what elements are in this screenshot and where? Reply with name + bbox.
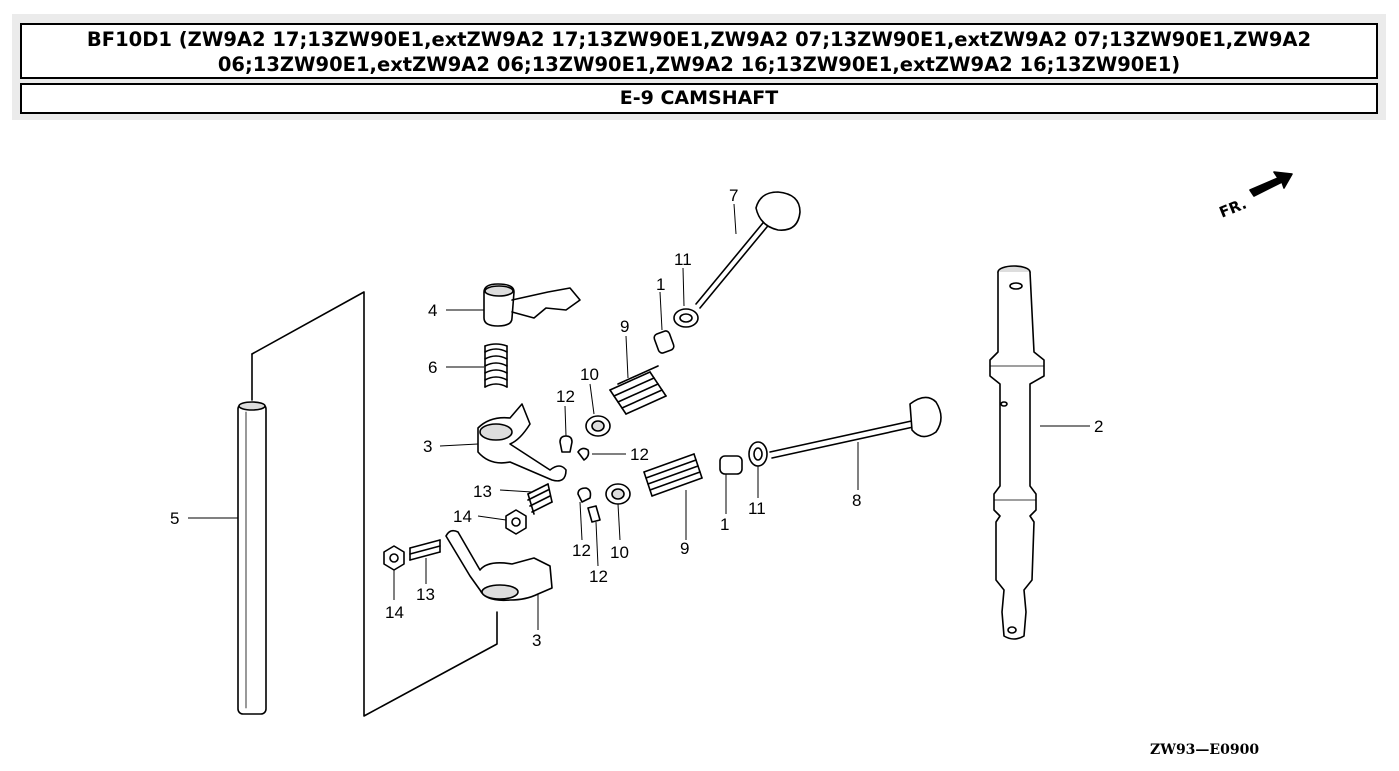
spring-part-6 (484, 343, 508, 388)
callout-2: 2 (1094, 417, 1103, 436)
rocker-arm-part-3-lower (445, 529, 553, 602)
callout-10-upper: 10 (580, 365, 599, 384)
callout-labels: 7 11 1 9 4 6 10 12 12 3 13 14 5 12 12 10… (170, 186, 1103, 650)
callout-12-b: 12 (630, 445, 649, 464)
adjusting-screw-part-13-upper (527, 483, 553, 515)
callout-10-lower: 10 (610, 543, 629, 562)
bracket-outline (251, 291, 498, 717)
callout-5: 5 (170, 509, 179, 528)
callout-9-lower: 9 (680, 539, 689, 558)
valve-part-7 (695, 191, 801, 309)
callout-11-lower: 11 (748, 499, 766, 518)
retainer-part-10-lower (605, 483, 631, 505)
callout-3-upper: 3 (423, 437, 432, 456)
cotter-part-12-a (559, 435, 573, 453)
section-title: E-9 CAMSHAFT (20, 83, 1378, 114)
cotter-part-12-d (587, 505, 601, 523)
front-direction-arrow-icon (1249, 171, 1293, 197)
retainer-part-10-upper (585, 415, 611, 437)
front-direction-label: FR. (1217, 195, 1250, 222)
callout-13-lower: 13 (416, 585, 435, 604)
shaft-part-5 (237, 353, 267, 715)
valve-seal-part-1-lower (719, 455, 743, 475)
callout-13-upper: 13 (473, 482, 492, 501)
callout-14-lower: 14 (385, 603, 404, 622)
valve-part-8 (769, 396, 942, 459)
callout-12-a: 12 (556, 387, 575, 406)
nut-part-14-lower (383, 545, 405, 571)
rocker-arm-part-3-upper (477, 403, 567, 482)
rocker-arm-part-4 (483, 283, 581, 327)
leader-lines (188, 203, 1090, 630)
camshaft-part-2 (989, 265, 1045, 640)
callout-8: 8 (852, 491, 861, 510)
callout-3-lower: 3 (532, 631, 541, 650)
callout-1-upper: 1 (656, 275, 665, 294)
cotter-part-12-c (577, 487, 592, 503)
valve-spring-part-9-lower (643, 453, 703, 497)
valve-spring-part-9-upper (609, 365, 667, 415)
cotter-part-12-b (577, 447, 590, 461)
callout-6: 6 (428, 358, 437, 377)
callout-4: 4 (428, 301, 437, 320)
washer-part-11-lower (748, 441, 768, 467)
callout-7: 7 (729, 186, 738, 205)
page-title: BF10D1 (ZW9A2 17;13ZW90E1,extZW9A2 17;13… (20, 23, 1378, 79)
callout-1-lower: 1 (720, 515, 729, 534)
washer-part-11-upper (673, 308, 699, 328)
header-panel: BF10D1 (ZW9A2 17;13ZW90E1,extZW9A2 17;13… (12, 14, 1386, 120)
adjusting-screw-part-13-lower (409, 539, 441, 561)
diagram-code: ZW93—E0900 (1150, 742, 1259, 758)
callout-9-upper: 9 (620, 317, 629, 336)
callout-11-upper: 11 (674, 250, 692, 269)
callout-12-c: 12 (572, 541, 591, 560)
valve-seal-part-1-upper (653, 330, 675, 354)
callout-12-d: 12 (589, 567, 608, 586)
callout-14-upper: 14 (453, 507, 472, 526)
nut-part-14-upper (505, 509, 527, 535)
